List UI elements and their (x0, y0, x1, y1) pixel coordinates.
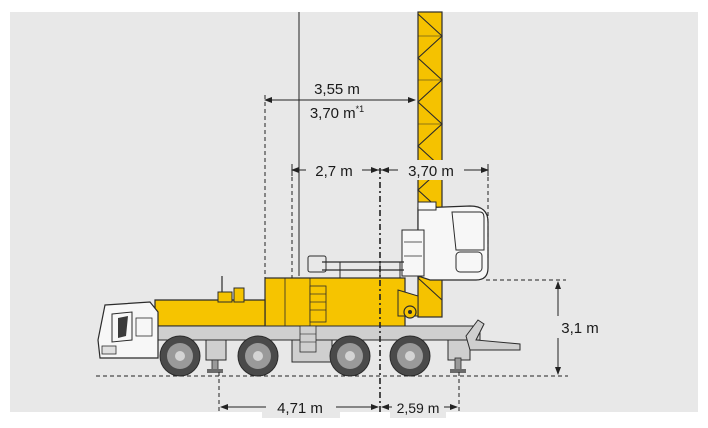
tire-2 (237, 335, 279, 377)
dimension-overall-height: 3,1 m (561, 320, 599, 337)
crane-carrier (149, 276, 521, 373)
dimension-front-reach: 3,70 m (408, 163, 454, 180)
dimension-top-line2: 3,70 m (310, 105, 356, 122)
dimension-bottom: 4,71 m 2,59 m (218, 372, 460, 418)
crane-operator-cab (401, 201, 489, 281)
crane-tires (159, 335, 431, 377)
dimension-top-line2-text: 3,70 m*1 (310, 104, 364, 122)
dimension-height: 3,1 m (486, 279, 599, 375)
tire-4 (389, 335, 431, 377)
dimension-rear-outrigger: 2,59 m (397, 400, 440, 416)
dimension-top-line1: 3,55 m (314, 81, 360, 98)
tire-3 (329, 335, 371, 377)
dimension-front-outrigger: 4,71 m (277, 400, 323, 417)
driver-cab (97, 301, 159, 359)
dimension-top-footnote: *1 (356, 104, 365, 114)
tire-1 (159, 335, 201, 377)
dimension-mid: 2,7 m 3,70 m (291, 160, 489, 278)
crane-superstructure (264, 255, 419, 329)
dimension-counterweight-radius: 2,7 m (315, 163, 353, 180)
dimension-top: 3,55 m 3,70 m*1 (264, 81, 416, 278)
